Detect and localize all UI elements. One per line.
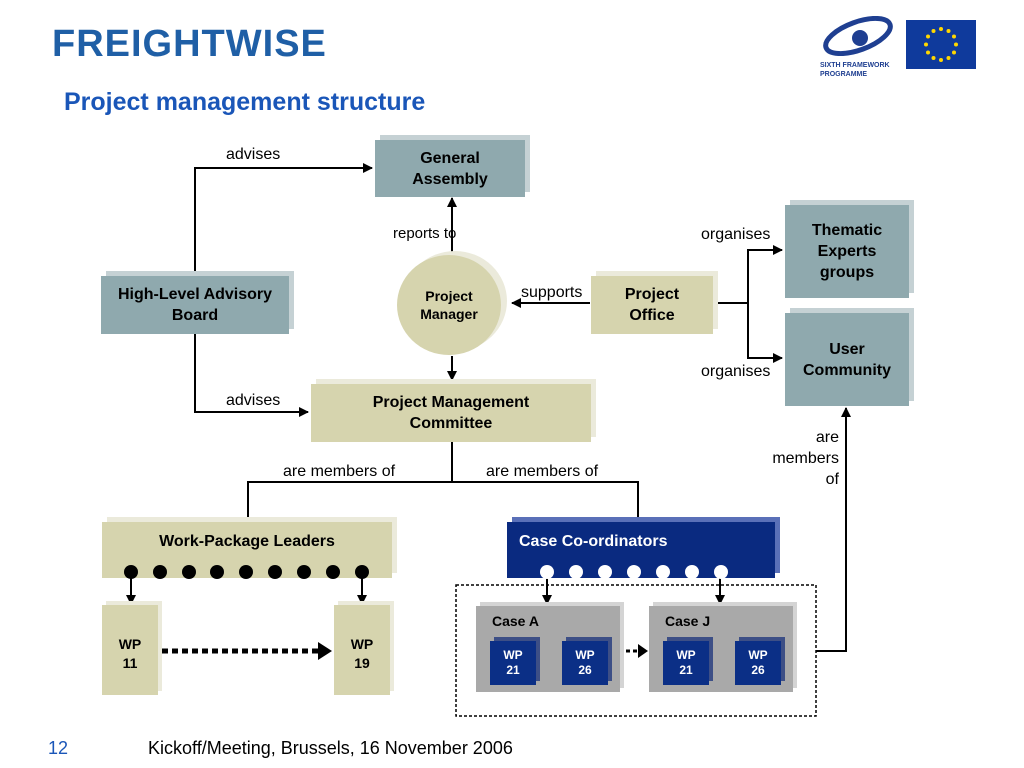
- edge-label-advises-bottom: advises: [226, 392, 281, 409]
- freightwise-logo: FREIGHTWISE: [52, 18, 326, 70]
- wp19-line2: 19: [354, 655, 370, 671]
- case-a-wp26-line1: WP: [575, 648, 595, 662]
- pmc-box: Project Management Committee: [311, 384, 591, 442]
- edge-label-supports: supports: [521, 284, 583, 301]
- case-j-wp21-line2: 21: [679, 663, 693, 677]
- case-j-title: Case J: [665, 613, 711, 629]
- project-office-box: Project Office: [591, 276, 713, 334]
- thematic-experts-box: Thematic Experts groups: [785, 205, 909, 298]
- case-a-title: Case A: [492, 613, 539, 629]
- wp-leader-dot: [355, 565, 369, 579]
- advisory-board-line2: Board: [171, 307, 219, 324]
- case-coordinator-dot: [714, 565, 728, 579]
- project-manager-line1: Project: [425, 288, 473, 304]
- case-j-wp26-box: WP 26: [735, 641, 781, 685]
- edge-label-members-left: are members of: [283, 463, 396, 480]
- logo-wordmark: FREIGHTWISE: [52, 23, 327, 65]
- wp11-box: WP 11: [102, 605, 158, 695]
- edge-label-members-uc: are members of: [755, 427, 839, 490]
- page-title: Project management structure: [64, 88, 426, 116]
- project-office-line2: Office: [629, 307, 675, 324]
- wp19-box: WP 19: [334, 605, 390, 695]
- wp-leader-dot: [124, 565, 138, 579]
- wp-leader-dot: [326, 565, 340, 579]
- case-a-wp26-box: WP 26: [562, 641, 608, 685]
- wp-leader-dot: [210, 565, 224, 579]
- case-a-wp21-box: WP 21: [490, 641, 536, 685]
- case-coordinator-dot: [685, 565, 699, 579]
- edge-label-reports-to: reports to: [393, 225, 457, 242]
- case-coordinator-dot: [627, 565, 641, 579]
- fp6-caption-line1: SIXTH FRAMEWORK: [820, 62, 890, 69]
- wp11-line2: 11: [122, 655, 138, 671]
- case-coordinator-dot: [656, 565, 670, 579]
- fp6-logo: SIXTH FRAMEWORK PROGRAMME: [820, 15, 896, 78]
- case-coordinator-dot: [540, 565, 554, 579]
- general-assembly-box: General Assembly: [375, 140, 525, 197]
- user-community-line1: User: [829, 340, 865, 358]
- wp-leader-dot: [297, 565, 311, 579]
- wp11-line1: WP: [118, 636, 142, 652]
- fp6-swoosh-icon: [823, 15, 893, 57]
- wp19-line1: WP: [350, 636, 374, 652]
- general-assembly-line2: Assembly: [412, 170, 488, 188]
- members-uc-line2: members: [772, 450, 839, 467]
- edge-label-members-right: are members of: [486, 463, 599, 480]
- project-manager-line2: Manager: [420, 306, 478, 322]
- pmc-line2: Committee: [409, 415, 493, 432]
- advisory-board-line1: High-Level Advisory: [117, 286, 273, 303]
- members-uc-line3: of: [825, 471, 839, 488]
- project-manager-circle: Project Manager: [397, 255, 501, 355]
- edge-label-organises-bottom: organises: [701, 363, 771, 380]
- wp-leader-dot: [153, 565, 167, 579]
- case-j-wp21-line1: WP: [676, 648, 696, 662]
- wp-leader-dot: [268, 565, 282, 579]
- page-number: 12: [48, 738, 69, 758]
- wp-leader-dot: [239, 565, 253, 579]
- thematic-experts-line2: Experts: [817, 243, 877, 260]
- case-a-wp21-line2: 21: [506, 663, 520, 677]
- fp6-caption-line2: PROGRAMME: [820, 71, 868, 78]
- case-coordinator-dot: [569, 565, 583, 579]
- edge-label-advises-top: advises: [226, 146, 281, 163]
- case-j-wp26-line2: 26: [751, 663, 765, 677]
- case-a-wp26-line2: 26: [578, 663, 592, 677]
- thematic-experts-line3: groups: [819, 264, 875, 281]
- case-j-wp26-line1: WP: [748, 648, 768, 662]
- advisory-board-box: High-Level Advisory Board: [101, 276, 289, 334]
- members-uc-line1: are: [815, 429, 839, 446]
- user-community-box: User Community: [785, 313, 909, 406]
- footer-text: Kickoff/Meeting, Brussels, 16 November 2…: [148, 738, 513, 758]
- case-a-wp21-line1: WP: [503, 648, 523, 662]
- user-community-line2: Community: [803, 361, 891, 379]
- pmc-line1: Project Management: [372, 394, 530, 411]
- eu-flag-icon: [906, 20, 976, 69]
- thematic-experts-line1: Thematic: [811, 222, 883, 239]
- wp-leader-dot: [182, 565, 196, 579]
- case-j-wp21-box: WP 21: [663, 641, 709, 685]
- project-office-line1: Project: [624, 286, 680, 303]
- wp-leaders-label: Work-Package Leaders: [159, 533, 335, 550]
- edge-label-organises-top: organises: [701, 226, 771, 243]
- case-coordinator-dot: [598, 565, 612, 579]
- general-assembly-line1: General: [420, 149, 480, 167]
- case-coordinators-label: Case Co-ordinators: [519, 533, 668, 550]
